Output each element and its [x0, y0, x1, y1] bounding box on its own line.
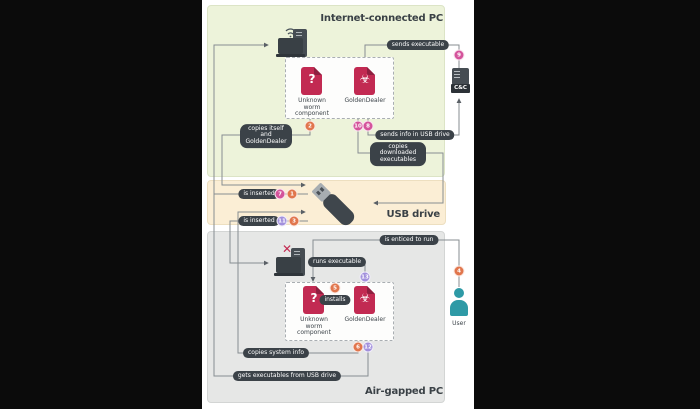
- biohazard-glyph: ☣: [359, 72, 371, 86]
- step-badge-3: 3: [288, 215, 300, 227]
- goldendealer-label-bottom: GoldenDealer: [344, 316, 386, 323]
- action-copies-system-info: copies system info: [242, 348, 310, 358]
- goldendealer-doc-icon-top: ☣: [354, 67, 376, 95]
- step-badge-5: 5: [329, 282, 341, 294]
- action-installs: installs: [319, 295, 351, 305]
- biohazard-glyph: ☣: [359, 291, 371, 305]
- step-badge-8: 8: [362, 120, 374, 132]
- question-mark-glyph: ?: [308, 72, 316, 86]
- worm-label-bottom: Unknown worm component: [297, 316, 331, 337]
- action-is-enticed: is enticed to run: [379, 235, 439, 245]
- no-internet-x-icon: ✕: [282, 242, 293, 256]
- unknown-worm-doc-icon-bottom: ?: [303, 286, 325, 314]
- diagram-canvas: Internet-connected PC USB drive Air-gapp…: [202, 0, 474, 409]
- action-runs-executable: runs executable: [307, 257, 367, 267]
- usb-zone-title: USB drive: [386, 209, 441, 220]
- question-mark-glyph: ?: [310, 291, 318, 305]
- action-is-inserted-2: is inserted: [238, 216, 280, 226]
- action-sends-executable: sends executable: [386, 40, 450, 50]
- step-badge-1: 1: [286, 188, 298, 200]
- action-copies-itself: copies itself and GoldenDealer: [240, 124, 292, 148]
- step-badge-11: 11: [276, 215, 288, 227]
- action-is-inserted-1: is inserted: [238, 189, 280, 199]
- goldendealer-doc-icon-bottom: ☣: [354, 286, 376, 314]
- connector-lines: [213, 28, 462, 377]
- unknown-worm-doc-icon-top: ?: [301, 67, 323, 95]
- user-icon: [449, 288, 469, 318]
- cnc-label: C&C: [451, 84, 470, 93]
- step-badge-13: 13: [359, 271, 371, 283]
- action-gets-executables: gets executables from USB drive: [232, 371, 342, 381]
- goldendealer-label-top: GoldenDealer: [344, 97, 386, 104]
- step-badge-12: 12: [362, 341, 374, 353]
- worm-label-top: Unknown worm component: [295, 97, 329, 118]
- air-gapped-zone-title: Air-gapped PC: [365, 386, 443, 397]
- step-badge-10: 10: [352, 120, 364, 132]
- action-copies-downloaded: copies downloaded executables: [370, 142, 426, 166]
- user-label: User: [452, 320, 466, 327]
- step-badge-9: 9: [453, 49, 465, 61]
- action-sends-info: sends info in USB drive: [375, 130, 455, 140]
- internet-pc-zone-title: Internet-connected PC: [320, 13, 443, 24]
- cnc-server-icon: C&C: [451, 68, 470, 94]
- step-badge-4: 4: [453, 265, 465, 277]
- step-badge-7: 7: [274, 188, 286, 200]
- usb-stick-icon: [312, 183, 355, 226]
- step-badge-2: 2: [304, 120, 316, 132]
